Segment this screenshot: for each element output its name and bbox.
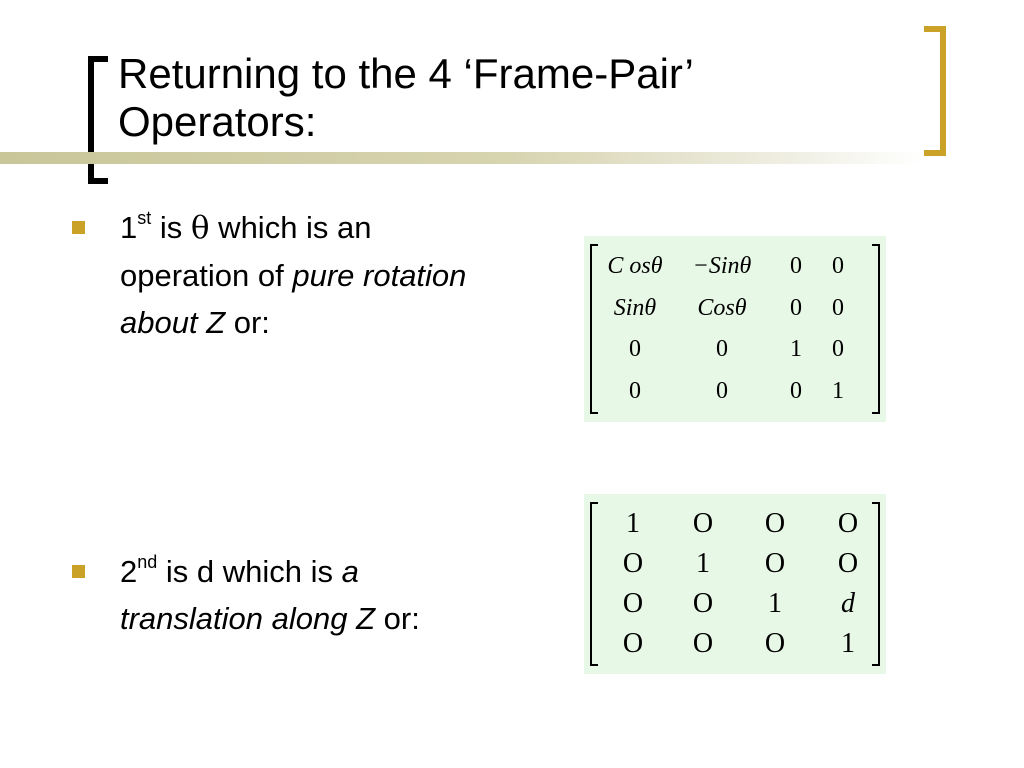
title-rule xyxy=(0,152,924,164)
matrix-cell: O xyxy=(692,628,714,659)
matrix-cell: O xyxy=(764,548,786,579)
matrix-cell: O xyxy=(692,588,714,619)
matrix-cell: d xyxy=(841,588,855,619)
matrix-cell: 1 xyxy=(790,336,802,363)
bullet-text-italic: a translation along Z xyxy=(120,554,376,636)
matrix-cell: O xyxy=(837,508,859,539)
matrix-bracket-right xyxy=(872,502,880,666)
bullet-marker-icon xyxy=(72,565,85,578)
matrix-cell: 0 xyxy=(832,294,844,321)
matrix-cell: 0 xyxy=(832,253,844,280)
matrix-cell: O xyxy=(622,628,644,659)
matrix-cell: O xyxy=(764,628,786,659)
matrix-cell: 1 xyxy=(832,377,844,404)
bullet-marker-icon xyxy=(72,221,85,234)
matrix-cell: O xyxy=(837,548,859,579)
rotation-matrix-grid: C osθ −Sinθ 0 0 Sinθ Cosθ 0 0 0 0 1 0 0 … xyxy=(600,246,872,412)
bullet-ordinal-suffix: nd xyxy=(137,552,158,572)
bullet-text-pre: is xyxy=(151,210,191,245)
rotation-matrix: C osθ −Sinθ 0 0 Sinθ Cosθ 0 0 0 0 1 0 0 … xyxy=(584,236,886,422)
matrix-cell: 0 xyxy=(629,377,641,404)
title-line-2: Operators: xyxy=(118,98,317,145)
bullet-text-pre: is d which is xyxy=(157,554,342,589)
matrix-bracket-left xyxy=(590,244,598,414)
title-line-1: Returning to the 4 ‘Frame-Pair’ xyxy=(118,50,694,97)
matrix-cell: 0 xyxy=(832,336,844,363)
matrix-cell: O xyxy=(622,548,644,579)
translation-matrix: 1 O O O O 1 O O O O 1 d O O O 1 xyxy=(584,494,886,674)
matrix-cell: 1 xyxy=(768,588,782,619)
matrix-cell: 0 xyxy=(790,253,802,280)
theta-symbol: θ xyxy=(190,210,210,246)
bullet-rotation-text: 1st is θ which is an operation of pure r… xyxy=(120,204,480,346)
matrix-cell: Cosθ xyxy=(697,294,747,321)
matrix-cell: O xyxy=(622,588,644,619)
matrix-cell: 1 xyxy=(841,628,855,659)
matrix-bracket-left xyxy=(590,502,598,666)
matrix-cell: 0 xyxy=(790,377,802,404)
matrix-cell: C osθ xyxy=(607,253,663,280)
bullet-ordinal-suffix: st xyxy=(137,208,152,228)
bullet-translation-text: 2nd is d which is a translation along Z … xyxy=(120,548,480,642)
matrix-cell: 0 xyxy=(790,294,802,321)
title-bracket-left xyxy=(88,56,108,184)
matrix-cell: 0 xyxy=(716,336,728,363)
matrix-cell: O xyxy=(764,508,786,539)
matrix-cell: O xyxy=(692,508,714,539)
matrix-cell: Sinθ xyxy=(613,294,657,321)
bullet-number: 1 xyxy=(120,210,138,245)
matrix-cell: −Sinθ xyxy=(692,253,752,280)
bullet-text-italic: pure rotation about Z xyxy=(120,258,467,340)
slide-title: Returning to the 4 ‘Frame-Pair’ Operator… xyxy=(118,50,898,146)
matrix-cell: 0 xyxy=(716,377,728,404)
bullet-number: 2 xyxy=(120,554,138,589)
matrix-bracket-right xyxy=(872,244,880,414)
matrix-cell: 0 xyxy=(629,336,641,363)
matrix-cell: 1 xyxy=(626,508,640,539)
bullet-text-end: or: xyxy=(225,305,270,340)
matrix-cell: 1 xyxy=(696,548,710,579)
bullet-text-post: which is an operation of xyxy=(120,210,372,293)
title-bracket-right xyxy=(924,26,946,156)
bullet-text-end: or: xyxy=(375,601,420,636)
translation-matrix-grid: 1 O O O O 1 O O O O 1 d O O O 1 xyxy=(600,504,872,664)
